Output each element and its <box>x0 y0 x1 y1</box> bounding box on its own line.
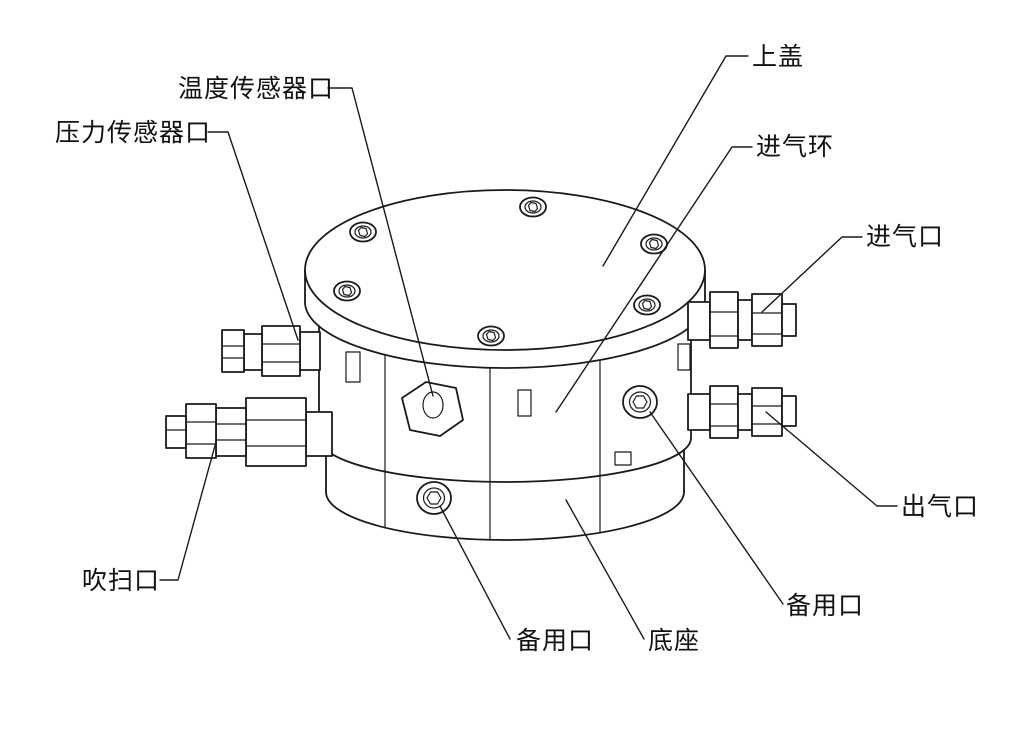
leader-spare-port-bottom <box>439 505 511 640</box>
outlet-fitting <box>687 385 797 439</box>
spare-port-bottom-bolt <box>416 481 452 515</box>
temperature-sensor-hex-plug <box>401 381 464 437</box>
cap-bolt <box>477 325 505 347</box>
pressure-sensor-fitting <box>221 325 321 377</box>
label-spare-port-bottom: 备用口 <box>516 627 594 655</box>
cap-bolt <box>333 280 361 302</box>
label-inlet-port: 进气口 <box>866 223 944 251</box>
label-top-cover: 上盖 <box>752 43 804 71</box>
spare-port-right-bolt <box>622 385 658 419</box>
leader-pressure-sensor-port <box>207 131 299 341</box>
label-purge-port: 吹扫口 <box>82 567 160 595</box>
top-cover-shape <box>304 189 706 369</box>
leader-temperature-sensor-port <box>327 87 434 397</box>
label-spare-port-right: 备用口 <box>786 592 864 620</box>
callout-labels: 温度传感器口 压力传感器口 上盖 进气环 进气口 出气口 吹扫口 备用口 底座 … <box>55 43 979 655</box>
cap-bolt <box>633 294 661 316</box>
leader-lines <box>159 55 898 640</box>
leader-base <box>565 499 645 640</box>
label-outlet-port: 出气口 <box>901 493 979 521</box>
ring-slot-center <box>517 389 532 417</box>
label-intake-ring: 进气环 <box>756 133 834 161</box>
ring-slot-right <box>677 343 691 371</box>
leader-inlet-port <box>761 236 863 313</box>
purge-fitting <box>165 397 333 467</box>
label-pressure-sensor-port: 压力传感器口 <box>55 119 211 147</box>
leader-intake-ring <box>555 146 753 413</box>
cap-bolt <box>519 196 547 218</box>
leader-purge-port <box>159 441 217 581</box>
leader-spare-port-right <box>649 411 784 605</box>
leader-outlet-port <box>765 411 898 507</box>
ring-slot-left <box>345 351 361 383</box>
base-shape <box>325 449 685 541</box>
cap-bolt <box>349 221 377 243</box>
label-base: 底座 <box>648 627 700 655</box>
base-slot <box>614 451 632 466</box>
label-temperature-sensor-port: 温度传感器口 <box>178 75 334 103</box>
intake-ring-shape <box>318 325 692 483</box>
leader-top-cover <box>602 55 749 267</box>
inlet-fitting <box>687 291 797 349</box>
